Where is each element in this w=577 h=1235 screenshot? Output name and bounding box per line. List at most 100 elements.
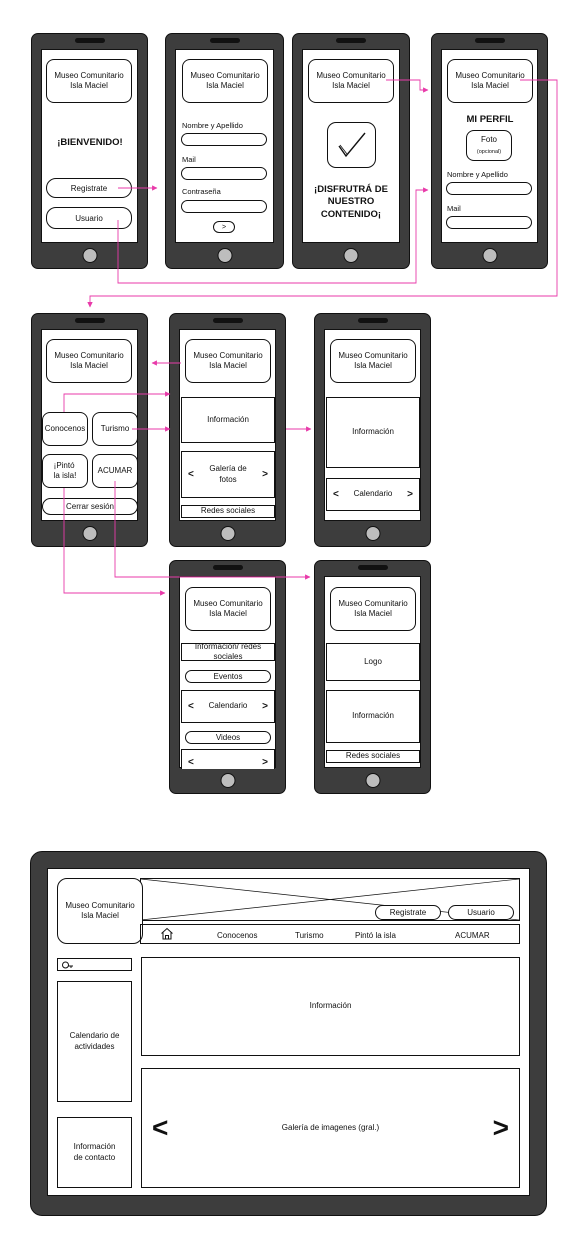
user-button[interactable]: Usuario: [448, 905, 514, 920]
conocenos-button[interactable]: Conocenos: [42, 412, 88, 446]
next-button[interactable]: >: [213, 221, 235, 233]
museum-name-line1: Museo Comunitario: [316, 70, 386, 80]
museum-name-line1: Museo Comunitario: [338, 350, 408, 360]
gallery-next-icon[interactable]: >: [262, 469, 268, 480]
image-gallery[interactable]: < Galería de imagenes (gral.) >: [141, 1068, 520, 1188]
gallery-label: Galería de imagenes (gral.): [281, 1122, 380, 1132]
gallery-line1: Galería de: [209, 464, 247, 474]
home-button[interactable]: [220, 526, 235, 541]
calendar-label: Calendario: [353, 489, 393, 499]
calendar-next-icon[interactable]: >: [262, 701, 268, 712]
calendar-label: Calendario: [208, 701, 248, 711]
phone-speaker: [357, 318, 388, 323]
calendar-next-icon[interactable]: >: [407, 489, 413, 500]
info-panel: Información: [326, 690, 420, 743]
museum-name-line2: Isla Maciel: [471, 81, 509, 90]
gallery-line2: fotos: [219, 474, 237, 484]
home-button[interactable]: [365, 526, 380, 541]
calendar-line2: actividades: [74, 1041, 115, 1051]
nav-pinto-la-isla[interactable]: Pintó la isla: [355, 931, 396, 940]
museum-name-line2: Isla Maciel: [354, 609, 392, 618]
contact-line2: de contacto: [73, 1152, 116, 1162]
home-button[interactable]: [220, 773, 235, 788]
videos-button[interactable]: Videos: [185, 731, 271, 744]
videos-prev-icon[interactable]: <: [188, 757, 194, 768]
museum-name-line2: Isla Maciel: [81, 911, 119, 920]
calendar-carousel[interactable]: < Calendario >: [326, 478, 420, 511]
museum-name-line1: Museo Comunitario: [193, 350, 263, 360]
search-input[interactable]: [57, 958, 132, 971]
user-button[interactable]: Usuario: [46, 207, 132, 229]
videos-carousel[interactable]: < >: [181, 749, 275, 769]
password-input[interactable]: [181, 200, 267, 213]
museum-name-line2: Isla Maciel: [354, 361, 392, 370]
acumar-button[interactable]: ACUMAR: [92, 454, 138, 488]
home-button[interactable]: [343, 248, 359, 263]
register-button[interactable]: Registrate: [375, 905, 441, 920]
museum-name-line2: Isla Maciel: [70, 81, 108, 90]
home-button[interactable]: [365, 773, 380, 788]
phone-speaker: [209, 38, 240, 43]
museum-name-line2: Isla Maciel: [332, 81, 370, 90]
calendar-line1: Calendario de: [69, 1031, 120, 1041]
home-button[interactable]: [482, 248, 497, 263]
welcome-heading: ¡BIENVENIDO!: [57, 137, 123, 148]
checkmark-icon: [327, 122, 376, 168]
home-button[interactable]: [217, 248, 232, 263]
password-label: Contraseña: [182, 187, 221, 196]
museum-name-line1: Museo Comunitario: [54, 350, 124, 360]
home-button[interactable]: [82, 248, 97, 263]
nav-turismo[interactable]: Turismo: [295, 931, 324, 940]
search-icon: [62, 961, 73, 969]
photo-upload[interactable]: Foto (opcional): [466, 130, 512, 161]
calendar-prev-icon[interactable]: <: [333, 489, 339, 500]
calendar-carousel[interactable]: < Calendario >: [181, 690, 275, 723]
profile-mail-input[interactable]: [446, 216, 532, 229]
phone-speaker: [474, 38, 505, 43]
logo-panel: Logo: [326, 643, 420, 681]
videos-next-icon[interactable]: >: [262, 757, 268, 768]
gallery-next-icon[interactable]: >: [492, 1111, 509, 1143]
photo-note: (opcional): [476, 148, 502, 155]
register-button[interactable]: Registrate: [46, 178, 132, 198]
events-button[interactable]: Eventos: [185, 670, 271, 683]
museum-name-line1: Museo Comunitario: [455, 70, 525, 80]
nav-conocenos[interactable]: Conocenos: [217, 931, 258, 940]
nav-acumar[interactable]: ACUMAR: [455, 931, 490, 940]
gallery-prev-icon[interactable]: <: [152, 1111, 169, 1143]
social-links[interactable]: Redes sociales: [181, 505, 275, 518]
calendar-prev-icon[interactable]: <: [188, 701, 194, 712]
mail-input[interactable]: [181, 167, 267, 180]
home-icon[interactable]: [160, 927, 174, 940]
mail-label: Mail: [182, 155, 196, 164]
home-button[interactable]: [82, 526, 97, 541]
enjoy-heading: ¡DISFRUTRÁ DE NUESTRO CONTENIDO¡: [300, 184, 402, 221]
profile-name-input[interactable]: [446, 182, 532, 195]
logout-button[interactable]: Cerrar sesión: [42, 498, 138, 515]
name-input[interactable]: [181, 133, 267, 146]
social-links[interactable]: Redes sociales: [326, 750, 420, 763]
photo-label: Foto: [480, 135, 497, 145]
navigation-bar: [140, 924, 520, 944]
enjoy-line3: CONTENIDO¡: [320, 208, 382, 220]
profile-heading: MI PERFIL: [466, 114, 514, 125]
museum-name-line1: Museo Comunitario: [190, 70, 260, 80]
museum-name-line1: Museo Comunitario: [193, 598, 263, 608]
profile-mail-label: Mail: [447, 204, 461, 213]
contact-line1: Información: [73, 1142, 116, 1152]
phone-speaker: [336, 38, 366, 43]
profile-name-label: Nombre y Apellido: [447, 170, 508, 179]
museum-name-line2: Isla Maciel: [70, 361, 108, 370]
turismo-button[interactable]: Turismo: [92, 412, 138, 446]
gallery-prev-icon[interactable]: <: [188, 469, 194, 480]
